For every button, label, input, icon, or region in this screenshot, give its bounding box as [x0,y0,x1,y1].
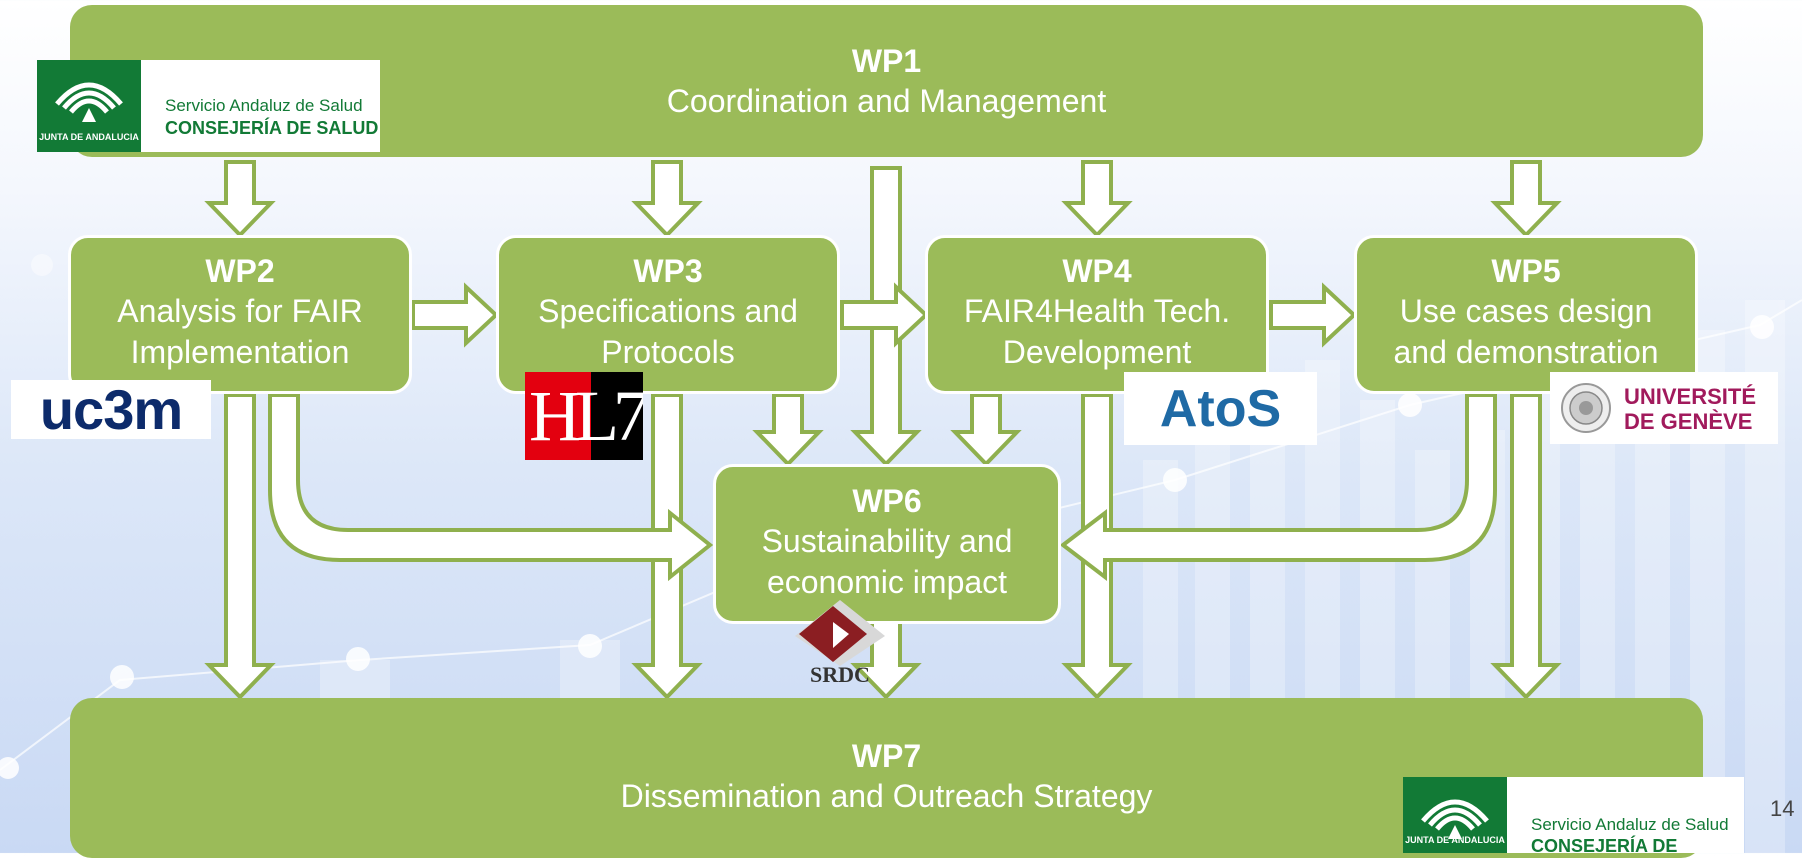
wp6-title: WP6 [852,483,922,519]
junta-arches-icon [1421,799,1489,839]
arrow-wp2-wp3 [411,282,499,348]
srdc-text: SRDC [810,662,870,687]
wp3-line2: Protocols [601,334,735,370]
junta-emblem-text: JUNTA DE ANDALUCIA [39,132,139,142]
wp1-title: WP1 [851,42,922,79]
junta-emblem-text-bottom: JUNTA DE ANDALUCIA [1405,835,1505,845]
wp4-line2: Development [1002,334,1192,370]
srdc-logo: SRDC [785,598,895,690]
arrow-wp2-wp7 [204,393,276,700]
wp2-box: WP2 Analysis for FAIR Implementation [68,235,412,394]
junta-line1-bottom: Servicio Andaluz de Salud [1531,815,1729,834]
junta-emblem: JUNTA DE ANDALUCIA [37,60,141,152]
arrow-wp3-wp6 [752,393,824,467]
uc3m-text: uc3m [39,377,183,441]
page-number: 14 [1770,796,1795,821]
unige-line2: DE GENÈVE [1624,409,1753,434]
arrow-wp1-wp4 [1061,160,1133,238]
wp6-line1: Sustainability and [761,523,1013,559]
arrow-wp2-wp6 [268,393,714,582]
wp1-subtitle: Coordination and Management [666,82,1107,119]
wp2-title: WP2 [205,253,275,289]
arrow-wp4-wp6 [950,393,1022,467]
wp6-line2: economic impact [766,564,1008,600]
wp4-title: WP4 [1062,253,1132,289]
arrow-wp1-wp3 [631,160,703,238]
arrow-wp5-wp6 [1059,393,1497,582]
junta-line1: Servicio Andaluz de Salud [165,96,363,115]
arrow-wp6-wp7 [850,620,922,700]
wp3-box: WP3 Specifications and Protocols [496,235,840,394]
wp3-line1: Specifications and [538,293,798,329]
hl7-black-block [591,372,643,460]
wp5-line1: Use cases design [1399,293,1653,329]
atos-logo: AtoS [1124,372,1317,445]
hl7-text: HL7 [529,376,643,456]
junta-arches-icon [55,82,123,122]
wp6-box: WP6 Sustainability and economic impact [713,464,1061,624]
arrow-wp1-wp5 [1490,160,1562,238]
arrow-wp5-wp7 [1490,393,1562,700]
wp5-title: WP5 [1491,253,1561,289]
wp5-line2: and demonstration [1393,334,1659,370]
junta-line2: CONSEJERÍA DE SALUD [165,118,379,138]
srdc-diamond-icon [795,600,885,666]
unige-line1: UNIVERSITÉ [1624,384,1757,409]
atos-text: AtoS [1159,379,1282,438]
wp7-subtitle: Dissemination and Outreach Strategy [620,778,1153,814]
wp4-box: WP4 FAIR4Health Tech. Development [925,235,1269,394]
wp2-line1: Analysis for FAIR [117,293,363,329]
arrow-wp1-wp2 [204,160,276,238]
unige-seal-icon [1561,383,1611,433]
unige-logo: UNIVERSITÉ DE GENÈVE [1550,372,1778,444]
arrow-wp3-wp4 [840,282,929,348]
wp3-title: WP3 [633,253,703,289]
arrow-wp4-wp5 [1269,282,1357,348]
hl7-logo: HL7 [525,372,643,460]
junta-logo-bottom: JUNTA DE ANDALUCIA Servicio Andaluz de S… [1403,777,1744,853]
wp4-line1: FAIR4Health Tech. [963,293,1231,329]
uc3m-logo: uc3m [11,380,211,439]
wp7-title: WP7 [851,738,922,774]
junta-logo-top: JUNTA DE ANDALUCIA Servicio Andaluz de S… [37,60,380,152]
junta-line2-bottom: CONSEJERÍA DE SALUD [1531,836,1678,853]
junta-emblem-bottom: JUNTA DE ANDALUCIA [1403,777,1507,853]
wp2-line2: Implementation [130,334,350,370]
wp5-box: WP5 Use cases design and demonstration [1354,235,1698,394]
